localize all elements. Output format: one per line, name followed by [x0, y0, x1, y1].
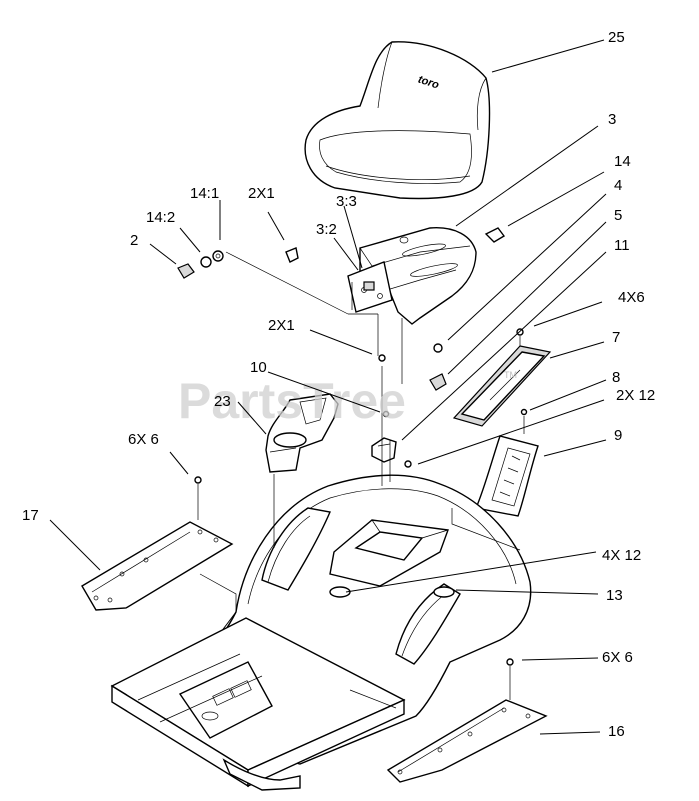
callout-2x1-top: 2X1: [248, 185, 275, 202]
watermark-trademark: TM: [504, 370, 517, 380]
callout-23: 23: [214, 393, 231, 410]
seat: toro: [304, 41, 491, 200]
callout-4: 4: [614, 177, 622, 194]
slotted-plate: [475, 435, 539, 517]
callout-13: 13: [606, 587, 623, 604]
seat-pan-bracket: [347, 227, 477, 325]
assembly-lines: [197, 251, 525, 700]
callout-4x12: 4X 12: [602, 547, 641, 564]
callout-labels: 25 3 14 4 5 11 4X6 7 8 2X 12 9 14:1 14:2…: [22, 29, 655, 740]
callout-4x6: 4X6: [618, 289, 645, 306]
callout-6x6-right: 6X 6: [602, 649, 633, 666]
foot-deck: [110, 617, 406, 791]
callout-25: 25: [608, 29, 625, 46]
callout-8: 8: [612, 369, 620, 386]
knob-assembly: [177, 250, 224, 279]
callout-10: 10: [250, 359, 267, 376]
callout-2x12: 2X 12: [616, 387, 655, 404]
foot-runner-right: [386, 699, 548, 783]
callout-3-3: 3:3: [336, 193, 357, 210]
callout-7: 7: [612, 329, 620, 346]
callout-2x1-mid: 2X1: [268, 317, 295, 334]
callout-14-2: 14:2: [146, 209, 175, 226]
callout-2: 2: [130, 232, 138, 249]
callout-14: 14: [614, 153, 631, 170]
callout-11: 11: [614, 237, 630, 254]
callout-3-2: 3:2: [316, 221, 337, 238]
callout-14-1: 14:1: [190, 185, 219, 202]
cup-holder: [265, 393, 339, 473]
latch-bracket: [371, 437, 397, 463]
foot-runner-left: [81, 521, 234, 611]
fastener-hardware: [194, 227, 528, 666]
leader-lines: [49, 39, 607, 735]
callout-6x6-left: 6X 6: [128, 431, 159, 448]
callout-17: 17: [22, 507, 39, 524]
pedal-plate: [452, 345, 552, 427]
callout-5: 5: [614, 207, 622, 224]
callout-16: 16: [608, 723, 625, 740]
callout-3: 3: [608, 111, 616, 128]
watermark-text: PartsTree: [178, 373, 406, 429]
callout-9: 9: [614, 427, 622, 444]
